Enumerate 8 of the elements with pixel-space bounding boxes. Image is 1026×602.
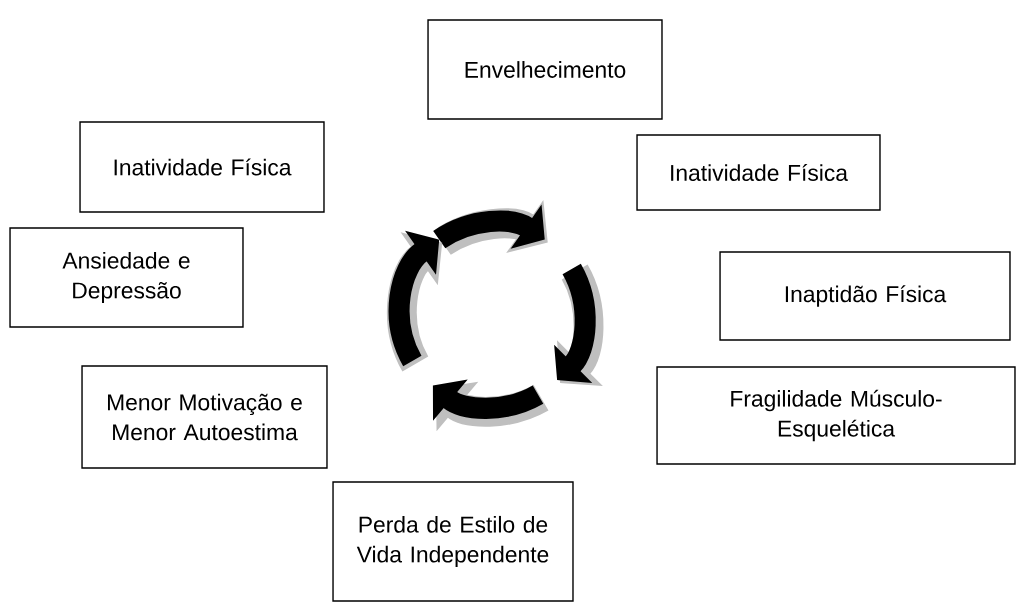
text-box: Fragilidade Músculo-Esquelética <box>656 366 1016 465</box>
text-box: Menor Motivação e Menor Autoestima <box>81 365 328 469</box>
text-box: Ansiedade e Depressão <box>9 227 244 328</box>
text-box: Inatividade Física <box>636 134 881 211</box>
text-box: Perda de Estilo de Vida Independente <box>332 481 574 602</box>
text-box: Inaptidão Física <box>719 251 1011 341</box>
text-box: Envelhecimento <box>427 19 663 120</box>
text-box: Inatividade Física <box>79 121 325 213</box>
